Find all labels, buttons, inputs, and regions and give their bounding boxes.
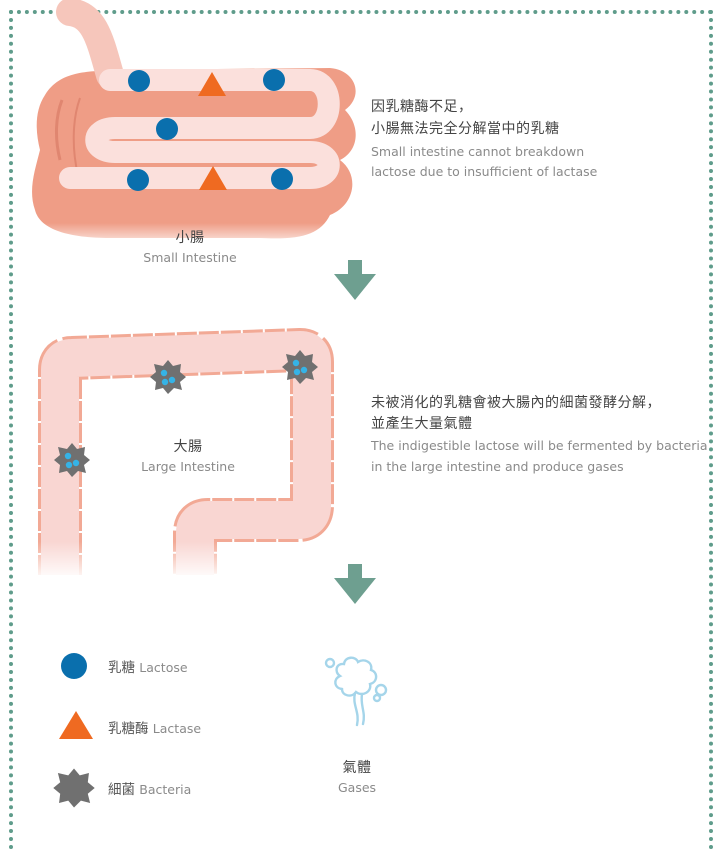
- large-intestine-label-zh: 大腸: [148, 437, 228, 457]
- legend-bacteria-zh: 細菌: [108, 782, 135, 798]
- legend-bacteria-en: Bacteria: [139, 782, 191, 797]
- legend-lactose-label: 乳糖 Lactose: [108, 656, 188, 676]
- legend-lactase-icon: [59, 711, 93, 739]
- lactose-circle-icon: [128, 70, 150, 92]
- legend-lactase-zh: 乳糖酶: [108, 721, 149, 737]
- lactose-circle-icon: [156, 118, 178, 140]
- small-intestine-label-en: Small Intestine: [120, 248, 260, 268]
- bacteria-icon: [54, 443, 90, 477]
- large-intestine-desc-zh-2: 並產生大量氣體: [371, 414, 473, 434]
- bacteria-icon: [282, 350, 318, 384]
- small-intestine-illustration: [25, 12, 365, 250]
- large-intestine-desc-en-2: in the large intestine and produce gases: [371, 457, 624, 477]
- lactose-circle-icon: [263, 69, 285, 91]
- legend-lactose-zh: 乳糖: [108, 660, 135, 676]
- legend-gases-en: Gases: [317, 778, 397, 798]
- legend-lactose-icon: [61, 653, 87, 679]
- large-intestine-desc-en-1: The indigestible lactose will be ferment…: [371, 436, 708, 456]
- legend-bacteria-icon: [53, 768, 94, 807]
- gas-bubbles-icon: [326, 658, 386, 725]
- large-intestine-label-en: Large Intestine: [118, 457, 258, 477]
- illustration-canvas: [0, 0, 721, 831]
- small-intestine-desc-zh-1: 因乳糖酶不足，: [371, 97, 473, 117]
- lactose-circle-icon: [127, 169, 149, 191]
- small-intestine-desc-en-1: Small intestine cannot breakdown: [371, 142, 584, 162]
- small-intestine-desc-zh-2: 小腸無法完全分解當中的乳糖: [371, 119, 560, 139]
- bacteria-icon: [150, 360, 186, 394]
- down-arrow-icon: [334, 260, 376, 300]
- lactose-circle-icon: [271, 168, 293, 190]
- small-intestine-desc-en-2: lactose due to insufficient of lactase: [371, 162, 597, 182]
- down-arrow-icon: [334, 564, 376, 604]
- small-intestine-label-zh: 小腸: [150, 228, 230, 248]
- legend-gases-zh: 氣體: [317, 758, 397, 778]
- legend-lactose-en: Lactose: [139, 660, 187, 675]
- legend-bacteria-label: 細菌 Bacteria: [108, 778, 191, 798]
- large-intestine-desc-zh-1: 未被消化的乳糖會被大腸內的細菌發酵分解，: [371, 393, 661, 413]
- legend-lactase-label: 乳糖酶 Lactase: [108, 717, 201, 737]
- legend-lactase-en: Lactase: [153, 721, 201, 736]
